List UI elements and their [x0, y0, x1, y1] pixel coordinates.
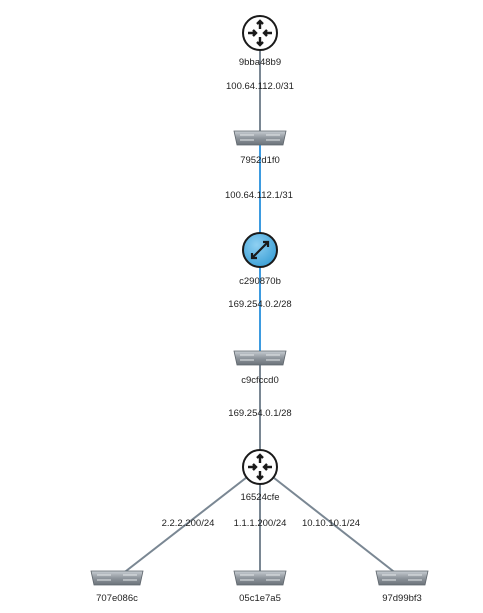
link-label: 2.2.2.200/24 — [162, 518, 215, 529]
node-c9cfccd0[interactable]: c9cfccd0 — [233, 350, 287, 386]
node-c290870b[interactable]: c290870b — [239, 232, 281, 287]
node-7952d1f0[interactable]: 7952d1f0 — [233, 130, 287, 166]
link-16524cfe-97d99bf3[interactable] — [259, 466, 403, 579]
link-label: 169.254.0.1/28 — [228, 408, 291, 419]
node-label: c290870b — [239, 276, 281, 287]
node-label: 16524cfe — [240, 492, 279, 503]
switch-icon — [233, 570, 287, 586]
switch-icon — [375, 570, 429, 586]
link-16524cfe-707e086c[interactable] — [116, 466, 261, 579]
node-05c1e7a5[interactable]: 05c1e7a5 — [233, 570, 287, 604]
cloud-router-icon — [242, 232, 278, 268]
node-label: 9bba48b9 — [239, 57, 281, 68]
node-label: 7952d1f0 — [240, 155, 280, 166]
router-icon — [242, 449, 278, 485]
link-label: 100.64.112.0/31 — [226, 81, 294, 92]
node-707e086c[interactable]: 707e086c — [90, 570, 144, 604]
link-label: 169.254.0.2/28 — [228, 299, 291, 310]
link-label: 10.10.10.1/24 — [302, 518, 360, 529]
node-label: 05c1e7a5 — [239, 593, 281, 604]
link-label: 100.64.112.1/31 — [225, 190, 293, 201]
node-label: 707e086c — [96, 593, 138, 604]
node-9bba48b9[interactable]: 9bba48b9 — [239, 15, 281, 68]
node-label: c9cfccd0 — [241, 375, 279, 386]
switch-icon — [90, 570, 144, 586]
link-labels-layer: 100.64.112.0/31 100.64.112.1/31 169.254.… — [162, 81, 360, 529]
node-16524cfe[interactable]: 16524cfe — [240, 449, 280, 503]
node-97d99bf3[interactable]: 97d99bf3 — [375, 570, 429, 604]
switch-icon — [233, 350, 287, 366]
node-label: 97d99bf3 — [382, 593, 422, 604]
switch-icon — [233, 130, 287, 146]
link-label: 1.1.1.200/24 — [234, 518, 287, 529]
router-icon — [242, 15, 278, 51]
